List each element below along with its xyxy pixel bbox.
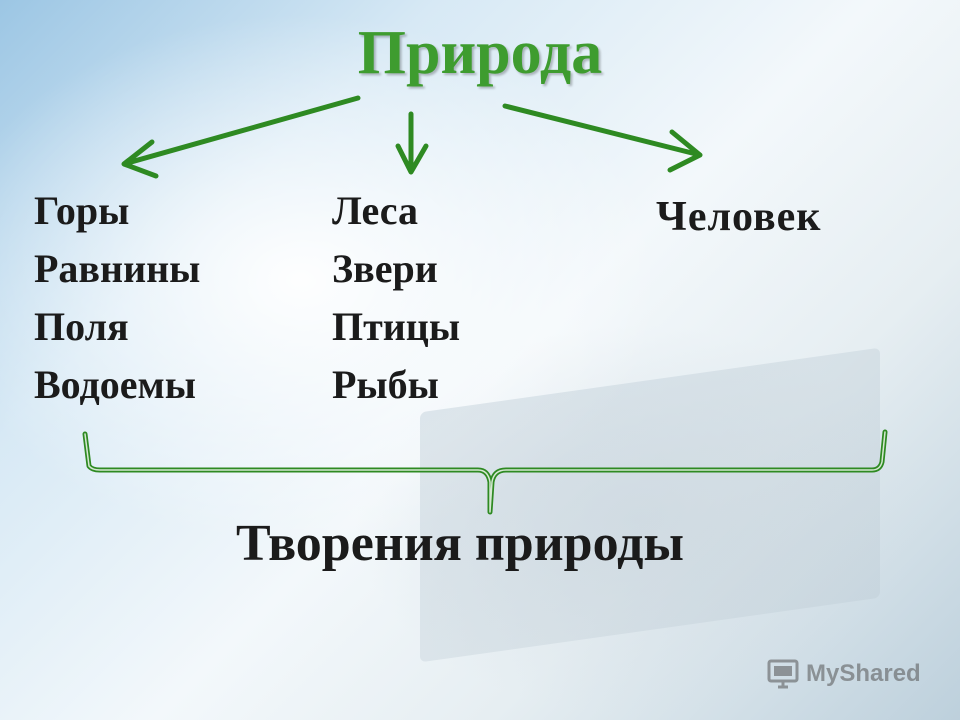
watermark-logo: MyShared [766,654,921,694]
list-item: Водоемы [34,362,196,407]
watermark-text: MyShared [806,660,921,687]
list-item: Птицы [332,304,461,349]
arrow-down-icon [395,111,429,175]
list-item: Горы [34,188,130,233]
list-item: Человек [656,194,822,240]
bottom-label: Творения природы [235,515,685,572]
list-item: Равнины [34,246,201,291]
arrow-right-icon [502,103,703,173]
list-item: Звери [332,246,438,291]
monitor-icon [767,659,799,689]
diagram-title: Природа [357,19,603,87]
list-item: Рыбы [332,362,439,407]
list-item: Поля [34,304,129,349]
column-nature-life: Леса Звери Птицы Рыбы [332,182,460,414]
column-human: Человек [656,188,822,246]
list-item: Леса [332,188,419,233]
arrow-left-icon [121,95,361,179]
column-nature-land: Горы Равнины Поля Водоемы [34,182,200,414]
